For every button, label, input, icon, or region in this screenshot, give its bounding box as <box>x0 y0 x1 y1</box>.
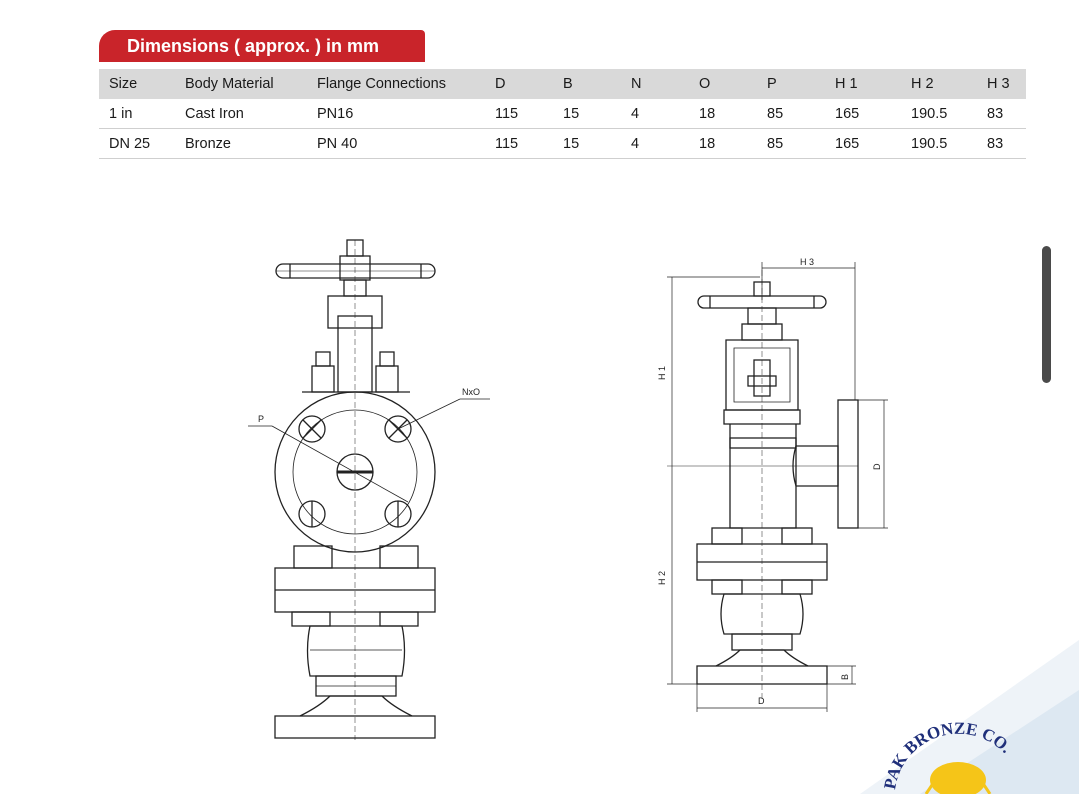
table-cell: Bronze <box>185 128 317 159</box>
table-cell: 83 <box>987 99 1026 129</box>
table-cell: 85 <box>767 99 835 129</box>
header-body-material: Body Material <box>185 69 317 99</box>
label-b: B <box>840 674 850 680</box>
section-title: Dimensions ( approx. ) in mm <box>127 36 380 56</box>
table-cell: 190.5 <box>911 99 987 129</box>
label-d-side: D <box>872 463 882 470</box>
header-h3: H 3 <box>987 69 1026 99</box>
header-h2: H 2 <box>911 69 987 99</box>
front-view: P NxO <box>248 239 490 740</box>
vertical-scrollbar[interactable] <box>1042 246 1051 383</box>
section-title-tab: Dimensions ( approx. ) in mm <box>99 30 425 62</box>
dimension-lines <box>667 262 888 712</box>
header-o: O <box>699 69 767 99</box>
header-flange-connections: Flange Connections <box>317 69 495 99</box>
table-cell: 15 <box>563 99 631 129</box>
table-header-row: Size Body Material Flange Connections D … <box>99 69 1026 99</box>
label-h1: H 1 <box>657 366 667 380</box>
sun-icon <box>930 762 986 794</box>
header-n: N <box>631 69 699 99</box>
header-p: P <box>767 69 835 99</box>
label-nxo: NxO <box>462 387 480 397</box>
table-cell: 85 <box>767 128 835 159</box>
header-b: B <box>563 69 631 99</box>
label-h3: H 3 <box>800 257 814 267</box>
label-h2: H 2 <box>657 571 667 585</box>
table-cell: 15 <box>563 128 631 159</box>
table-cell: 115 <box>495 128 563 159</box>
side-view: H 3 H 1 H 2 D B D <box>657 257 888 712</box>
table-row: 1 in Cast Iron PN16 115 15 4 18 85 165 1… <box>99 99 1026 129</box>
table-cell: DN 25 <box>99 128 185 159</box>
table-cell: 115 <box>495 99 563 129</box>
label-d-bottom: D <box>758 696 765 706</box>
bottom-flange <box>274 715 436 739</box>
dimensions-table: Size Body Material Flange Connections D … <box>99 69 1026 159</box>
round-flange <box>274 391 436 553</box>
bottom-flange-side <box>696 665 828 685</box>
table-cell: 4 <box>631 128 699 159</box>
table-cell: 83 <box>987 128 1026 159</box>
side-flange <box>837 399 859 529</box>
table-cell: 165 <box>835 128 911 159</box>
table-cell: PN 40 <box>317 128 495 159</box>
table-cell: 1 in <box>99 99 185 129</box>
header-h1: H 1 <box>835 69 911 99</box>
header-d: D <box>495 69 563 99</box>
table-row: DN 25 Bronze PN 40 115 15 4 18 85 165 19… <box>99 128 1026 159</box>
table-cell: PN16 <box>317 99 495 129</box>
table-cell: 165 <box>835 99 911 129</box>
table-cell: 18 <box>699 99 767 129</box>
table-cell: Cast Iron <box>185 99 317 129</box>
label-p: P <box>258 414 264 424</box>
header-size: Size <box>99 69 185 99</box>
table-cell: 18 <box>699 128 767 159</box>
company-logo: PAK BRONZE CO. <box>860 640 1079 794</box>
table-cell: 190.5 <box>911 128 987 159</box>
table-cell: 4 <box>631 99 699 129</box>
